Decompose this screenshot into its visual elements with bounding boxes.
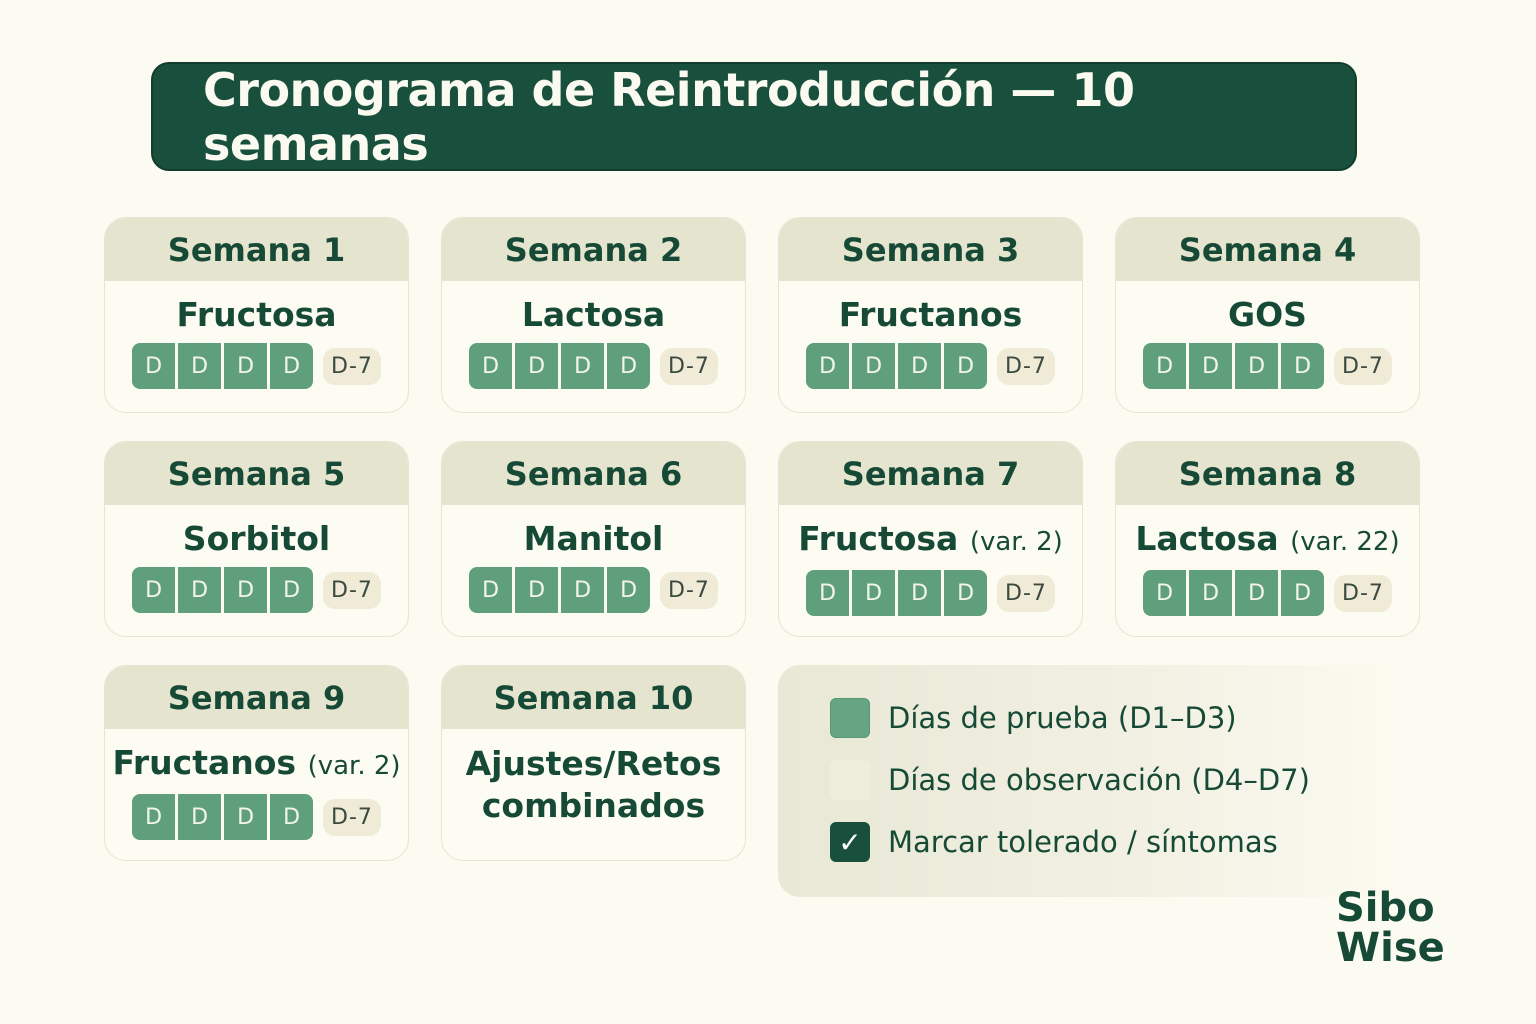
test-day[interactable]: D: [178, 794, 222, 840]
day-strip: D D D D D-7: [132, 794, 381, 840]
food-name: GOS: [1228, 295, 1307, 334]
day-strip: D D D D D-7: [132, 567, 381, 613]
test-day[interactable]: D: [515, 567, 559, 613]
week-card-1: Semana 1 Fructosa D D D D D-7: [104, 217, 409, 413]
test-day[interactable]: D: [469, 567, 513, 613]
test-day[interactable]: D: [1235, 343, 1279, 389]
observation-badge: D-7: [323, 798, 381, 836]
test-day[interactable]: D: [515, 343, 559, 389]
week-label: Semana 8: [1116, 442, 1419, 505]
test-day[interactable]: D: [852, 343, 896, 389]
test-day[interactable]: D: [1189, 343, 1233, 389]
week-card-7: Semana 7 Fructosa (var. 2) D D D D D-7: [778, 441, 1083, 637]
week-label: Semana 2: [442, 218, 745, 281]
test-day[interactable]: D: [224, 794, 268, 840]
legend-observation-days: Días de observación (D4–D7): [830, 760, 1310, 800]
food-name: Fructanos: [838, 295, 1023, 334]
week-card-8: Semana 8 Lactosa (var. 22) D D D D D-7: [1115, 441, 1420, 637]
week-label: Semana 7: [779, 442, 1082, 505]
week-label: Semana 5: [105, 442, 408, 505]
test-day[interactable]: D: [1235, 570, 1279, 616]
test-day[interactable]: D: [944, 343, 988, 389]
test-day[interactable]: D: [1281, 343, 1325, 389]
day-strip: D D D D D-7: [132, 343, 381, 389]
day-strip: D D D D D-7: [469, 343, 718, 389]
week-card-6: Semana 6 Manitol D D D D D-7: [441, 441, 746, 637]
week-card-2: Semana 2 Lactosa D D D D D-7: [441, 217, 746, 413]
legend-test-days: Días de prueba (D1–D3): [830, 698, 1237, 738]
test-day[interactable]: D: [1143, 570, 1187, 616]
test-day[interactable]: D: [178, 343, 222, 389]
test-day[interactable]: D: [607, 343, 651, 389]
week-label: Semana 9: [105, 666, 408, 729]
observation-badge: D-7: [660, 347, 718, 385]
test-day[interactable]: D: [898, 343, 942, 389]
test-day[interactable]: D: [132, 794, 176, 840]
food-name: Lactosa: [521, 295, 666, 334]
food-name: Fructanos (var. 2): [112, 743, 401, 782]
test-day[interactable]: D: [561, 343, 605, 389]
brand-logo: Sibo Wise: [1336, 885, 1445, 971]
test-day[interactable]: D: [898, 570, 942, 616]
test-day[interactable]: D: [224, 567, 268, 613]
test-day[interactable]: D: [607, 567, 651, 613]
observation-badge: D-7: [323, 571, 381, 609]
week-card-5: Semana 5 Sorbitol D D D D D-7: [104, 441, 409, 637]
test-day[interactable]: D: [561, 567, 605, 613]
test-day[interactable]: D: [1281, 570, 1325, 616]
observation-badge: D-7: [323, 347, 381, 385]
test-day[interactable]: D: [270, 567, 314, 613]
observation-badge: D-7: [660, 571, 718, 609]
test-day[interactable]: D: [132, 343, 176, 389]
day-strip: D D D D D-7: [469, 567, 718, 613]
test-day-swatch-icon: [830, 698, 870, 738]
food-name: Ajustes/Retos combinados: [465, 744, 722, 825]
test-day[interactable]: D: [178, 567, 222, 613]
test-day[interactable]: D: [224, 343, 268, 389]
test-day[interactable]: D: [270, 343, 314, 389]
food-variant: (var. 22): [1290, 527, 1400, 557]
week-card-4: Semana 4 GOS D D D D D-7: [1115, 217, 1420, 413]
test-day[interactable]: D: [1143, 343, 1187, 389]
week-label: Semana 3: [779, 218, 1082, 281]
week-label: Semana 4: [1116, 218, 1419, 281]
food-name: Fructosa (var. 2): [798, 519, 1063, 558]
week-label: Semana 10: [442, 666, 745, 729]
test-day[interactable]: D: [944, 570, 988, 616]
food-variant: (var. 2): [969, 527, 1063, 557]
observation-badge: D-7: [997, 574, 1055, 612]
test-day[interactable]: D: [852, 570, 896, 616]
week-card-10: Semana 10 Ajustes/Retos combinados: [441, 665, 746, 861]
food-variant: (var. 2): [307, 751, 401, 781]
test-day[interactable]: D: [1189, 570, 1233, 616]
week-card-9: Semana 9 Fructanos (var. 2) D D D D D-7: [104, 665, 409, 861]
test-day[interactable]: D: [469, 343, 513, 389]
observation-badge: D-7: [1334, 574, 1392, 612]
title-banner: Cronograma de Reintroducción — 10 semana…: [151, 62, 1357, 171]
food-name: Manitol: [523, 519, 664, 558]
food-name: Sorbitol: [182, 519, 331, 558]
test-day[interactable]: D: [806, 343, 850, 389]
legend-panel: Días de prueba (D1–D3) Días de observaci…: [778, 665, 1418, 897]
legend-mark: ✓ Marcar tolerado / síntomas: [830, 822, 1278, 862]
week-card-3: Semana 3 Fructanos D D D D D-7: [778, 217, 1083, 413]
test-day[interactable]: D: [270, 794, 314, 840]
test-day[interactable]: D: [806, 570, 850, 616]
page-title: Cronograma de Reintroducción — 10 semana…: [203, 62, 1135, 171]
day-strip: D D D D D-7: [1143, 343, 1392, 389]
test-day[interactable]: D: [132, 567, 176, 613]
week-label: Semana 6: [442, 442, 745, 505]
food-name: Fructosa: [176, 295, 337, 334]
food-name: Lactosa (var. 22): [1135, 519, 1400, 558]
observation-badge: D-7: [1334, 347, 1392, 385]
day-strip: D D D D D-7: [1143, 570, 1392, 616]
day-strip: D D D D D-7: [806, 570, 1055, 616]
observation-day-swatch-icon: [830, 760, 870, 800]
day-strip: D D D D D-7: [806, 343, 1055, 389]
checkbox-checked-icon[interactable]: ✓: [830, 822, 870, 862]
week-label: Semana 1: [105, 218, 408, 281]
observation-badge: D-7: [997, 347, 1055, 385]
